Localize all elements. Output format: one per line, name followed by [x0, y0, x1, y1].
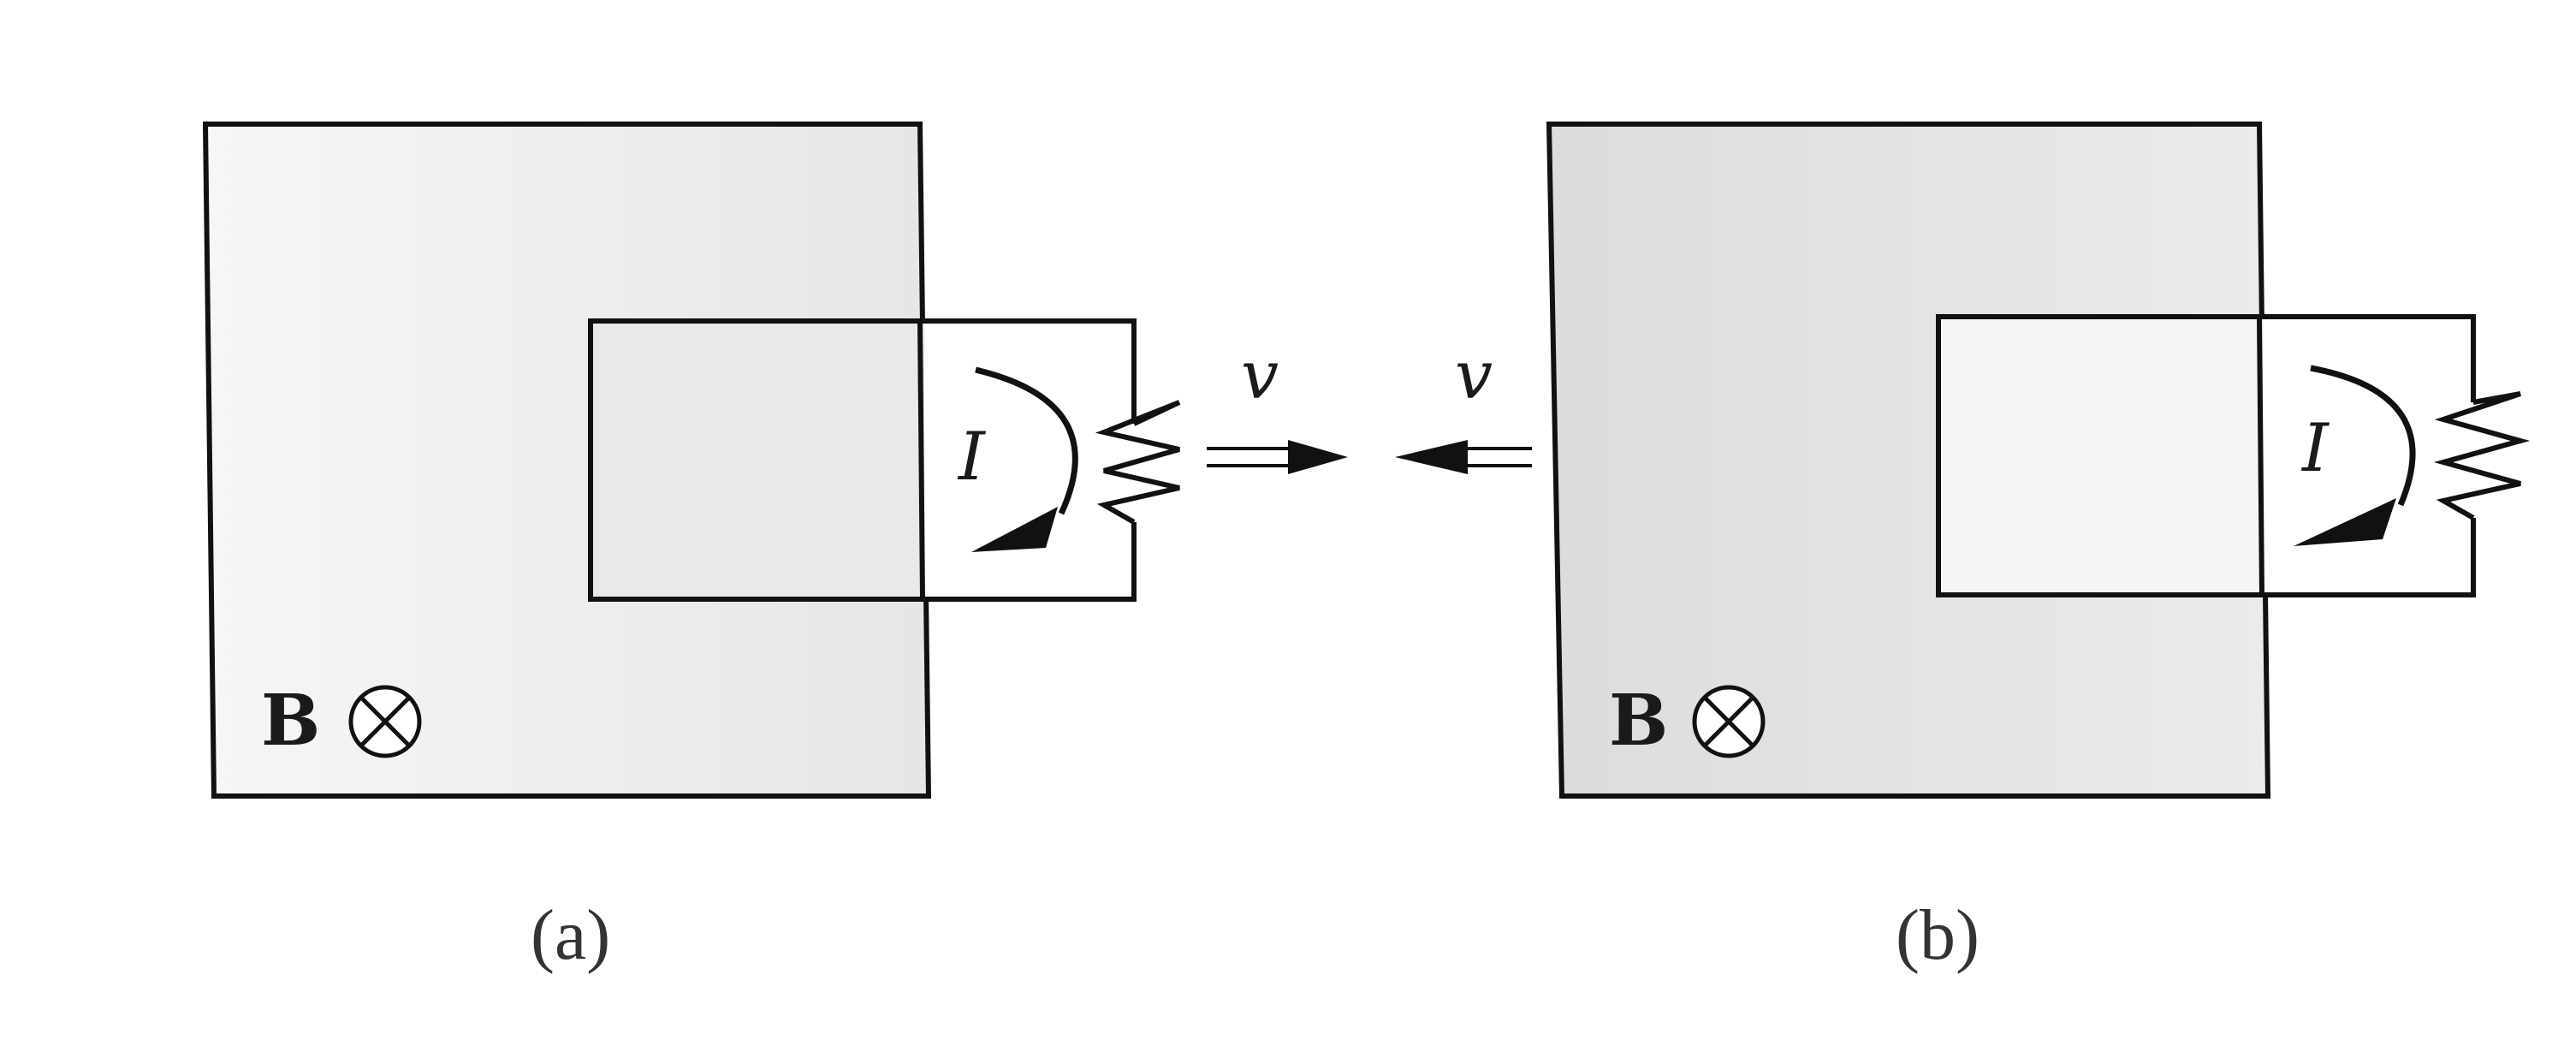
loop-inner-region-a [591, 321, 924, 599]
panel-b: I B v (b) [1395, 122, 2531, 975]
panel-a: I B v (a) [202, 122, 1348, 975]
field-label-b: B [1609, 680, 1668, 762]
double-arrow-icon [1395, 440, 1532, 474]
field-into-page-icon [1692, 685, 1766, 758]
loop-outer-region-b [2264, 317, 2473, 595]
caption-b: (b) [1896, 895, 1979, 975]
conducting-loop-b [1936, 314, 2531, 597]
velocity-label-a: v [1241, 337, 1279, 414]
resistor-icon [1095, 400, 1181, 525]
conducting-loop-a [588, 318, 1181, 602]
current-arrow-icon [2294, 365, 2416, 546]
current-label-a: I [957, 419, 987, 496]
loop-wire-a [588, 318, 1137, 602]
caption-a: (a) [531, 895, 610, 975]
loop-inner-region-b [1938, 317, 2264, 595]
current-arrow-icon [971, 366, 1078, 552]
field-label-a: B [261, 680, 320, 762]
loop-wire-b [1936, 314, 2476, 597]
current-label-b: I [2300, 410, 2330, 487]
resistor-icon [2433, 391, 2531, 520]
field-into-page-icon [348, 685, 422, 758]
field-region-a [202, 122, 932, 799]
loop-outer-region-a [924, 321, 1134, 599]
velocity-label-b: v [1455, 337, 1493, 414]
field-region-b [1546, 122, 2271, 799]
double-arrow-icon [1207, 440, 1348, 474]
